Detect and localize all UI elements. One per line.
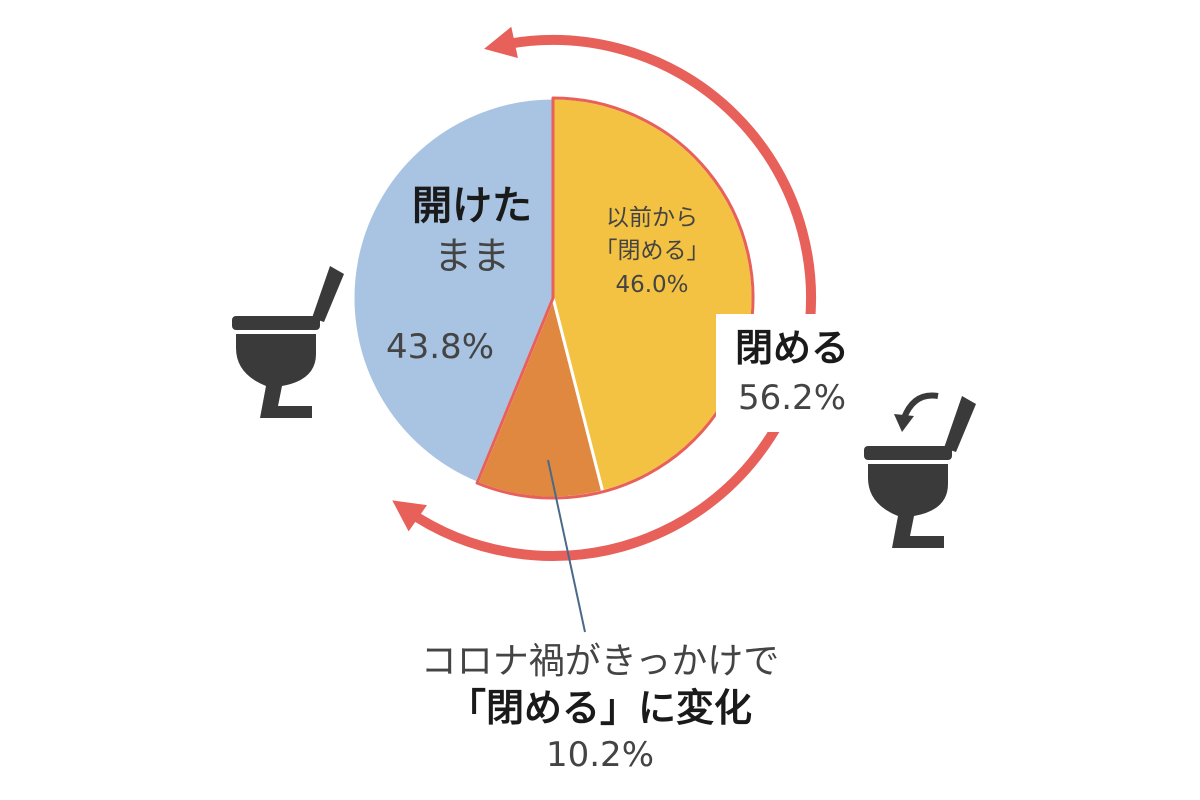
pie-slice-open [351, 96, 555, 485]
slice-label-open-line2: まま [433, 234, 510, 278]
leader-line [547, 459, 586, 633]
group-value: 56.2% [737, 378, 846, 418]
group-arrow-head-top [484, 26, 518, 59]
toilet-lid-closing-icon [864, 392, 976, 548]
toilet-lid-open-icon [232, 266, 344, 418]
group-arrow-head-bottom [392, 500, 427, 532]
group-label-box [716, 314, 866, 432]
group-label: 閉める [734, 326, 849, 370]
slice-value-changed: 10.2% [545, 735, 654, 775]
slice-value-open: 43.8% [385, 327, 494, 367]
slice-value-before: 46.0% [615, 272, 689, 298]
slice-label-changed-line2: 「閉める」に変化 [447, 686, 752, 730]
slice-label-before-line2: 「閉める」 [594, 238, 710, 264]
slice-label-open-line1: 開けた [412, 183, 532, 229]
slice-label-before-line1: 以前から [606, 205, 698, 231]
slice-label-changed-line1: コロナ禍がきっかけで [420, 641, 780, 682]
